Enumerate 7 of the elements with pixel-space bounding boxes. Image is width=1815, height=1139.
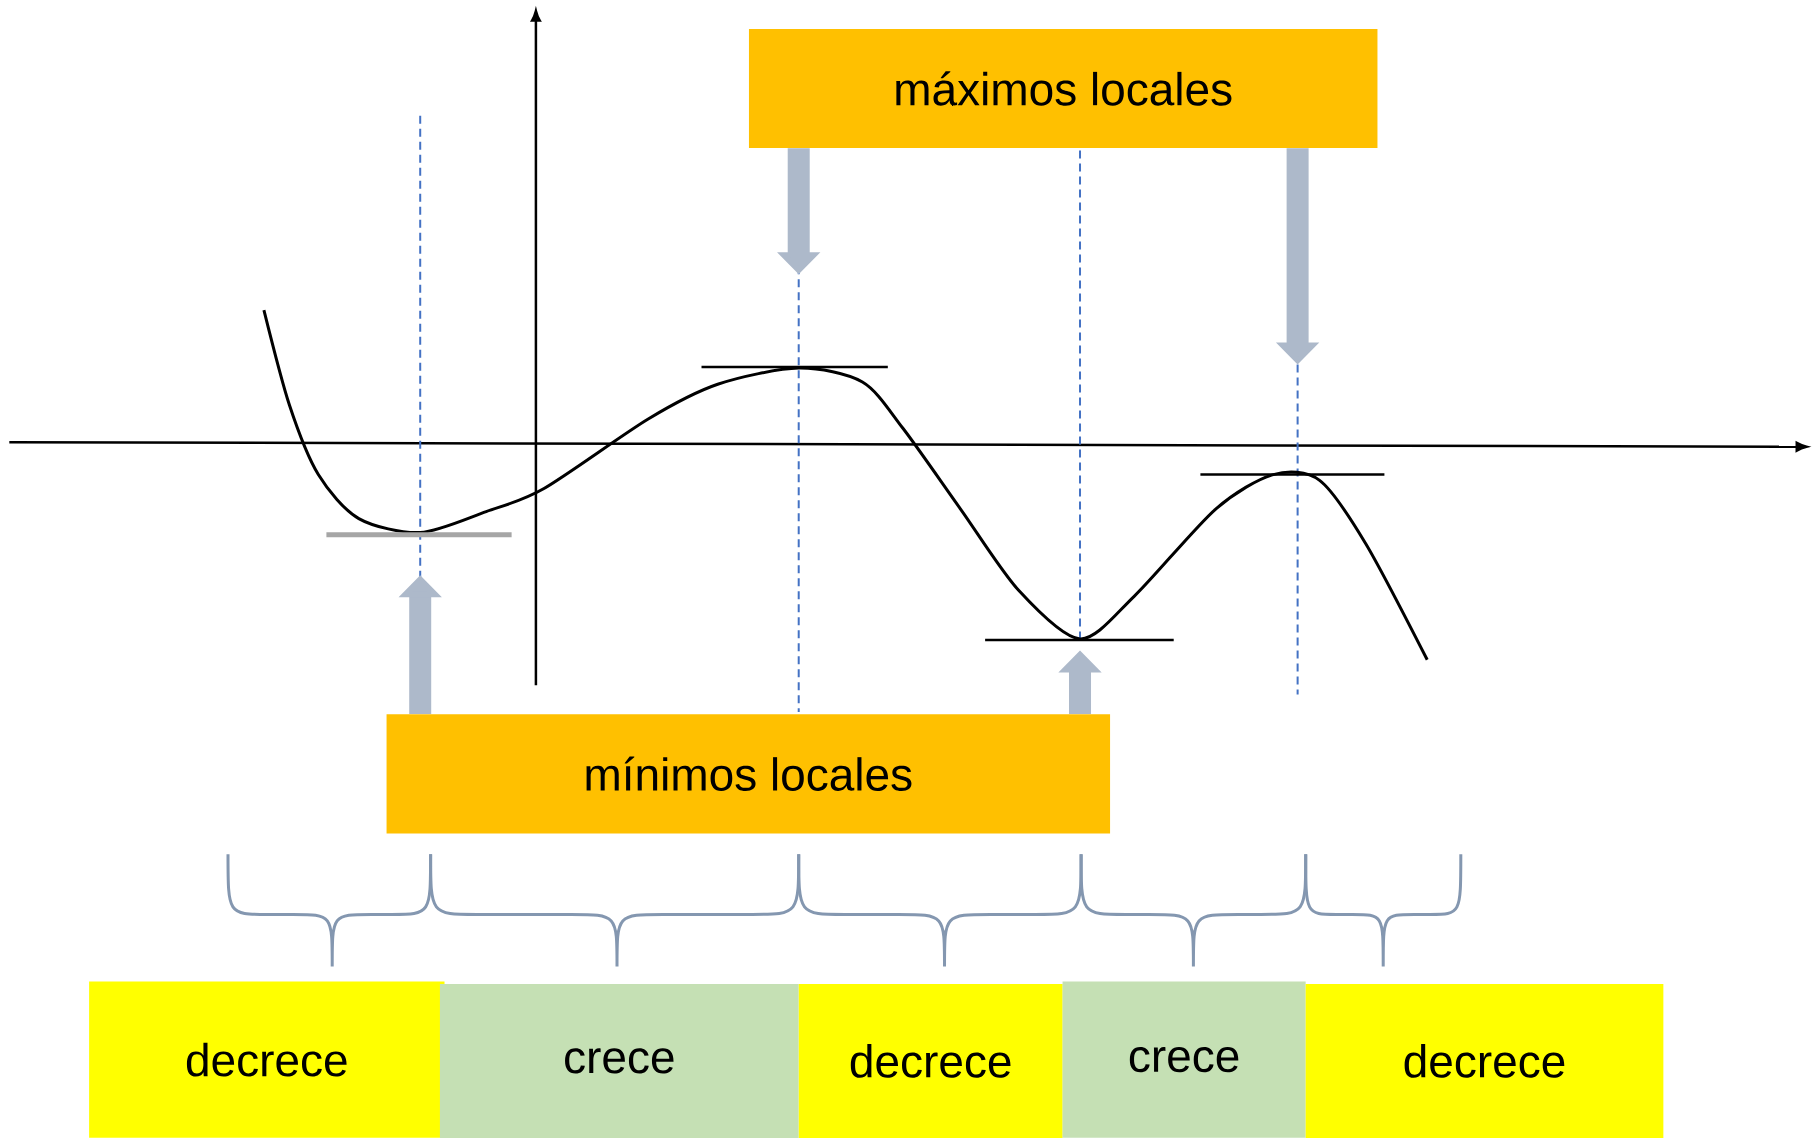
- interval-box: decrece: [798, 983, 1063, 1138]
- label-box: mínimos locales: [386, 714, 1111, 834]
- interval-box: decrece: [89, 981, 445, 1138]
- label-box: máximos locales: [748, 28, 1378, 149]
- interval-box: decrece: [1305, 983, 1664, 1138]
- interval-box: crece: [1062, 981, 1306, 1138]
- interval-box: crece: [439, 983, 799, 1138]
